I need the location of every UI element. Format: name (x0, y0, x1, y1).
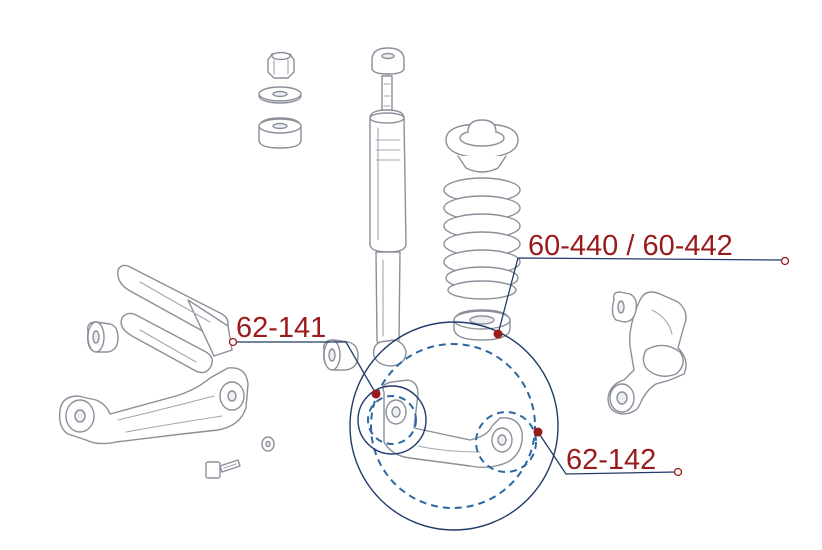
lower-mount-cup (258, 117, 302, 149)
lower-link-arm (382, 379, 523, 469)
leader-line-shock-spring (497, 257, 783, 335)
solid-highlight-circle-left (357, 385, 427, 455)
callout-label-shock-spring: 60-440 / 60-442 (528, 230, 733, 262)
callout-label-left-bushing: 62-141 (236, 312, 326, 344)
callout-label-right-bushing: 62-142 (566, 444, 656, 476)
dashed-highlight-circle-left (367, 395, 417, 445)
washer (258, 86, 302, 104)
spring-top-seat (445, 119, 519, 173)
coil-spring (443, 177, 521, 300)
upper-control-arm (117, 264, 233, 374)
spring-lower-seat (453, 309, 511, 341)
endcap-left-bushing (228, 337, 238, 347)
mounting-bolt (205, 459, 241, 479)
dashed-highlight-circle-large (370, 343, 536, 509)
endcap-right-bushing (673, 467, 683, 477)
shock-absorber (369, 75, 407, 367)
small-bushing (261, 436, 275, 452)
top-nut (267, 51, 295, 79)
steering-knuckle (607, 291, 687, 415)
lower-control-arm (58, 367, 249, 445)
dashed-highlight-circle-right (475, 411, 537, 473)
marker-dot-right-bushing (533, 427, 543, 437)
endcap-shock-spring (780, 256, 790, 266)
marker-dot-shock-spring (493, 329, 503, 339)
upper-arm-bushing (86, 321, 119, 353)
solid-highlight-circle-large (349, 321, 559, 531)
marker-dot-left-bushing (371, 389, 381, 399)
leader-line-left-bushing (232, 341, 377, 395)
strut-top-mount (371, 47, 405, 75)
knuckle-bushing (611, 291, 638, 323)
leader-line-right-bushing (537, 431, 677, 475)
